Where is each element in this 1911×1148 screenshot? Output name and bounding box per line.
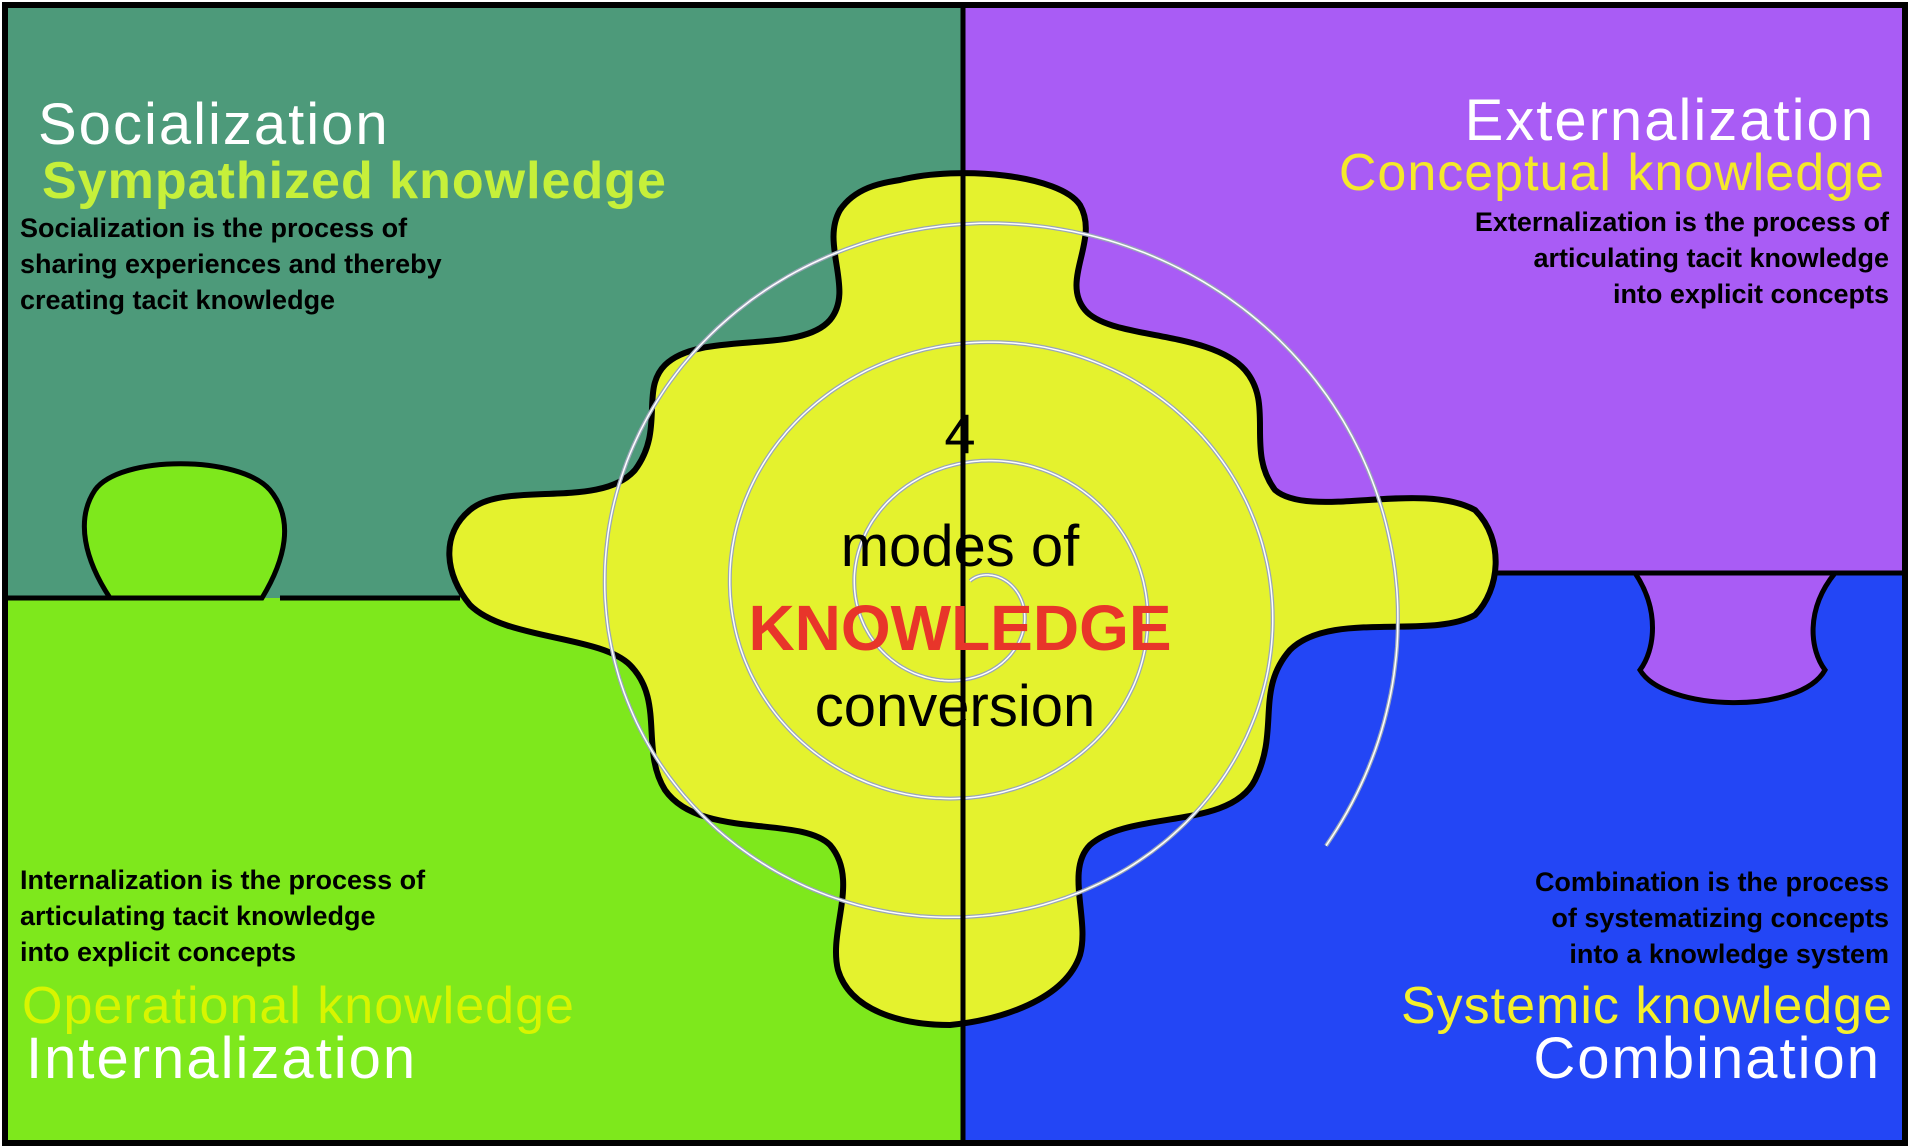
internalization-title: Internalization <box>26 1026 418 1091</box>
combination-description: Combination is the process of systematiz… <box>1534 867 1889 969</box>
socialization-title: Socialization <box>38 92 390 157</box>
internalization-subtitle: Operational knowledge <box>22 977 575 1035</box>
combination-title: Combination <box>1533 1026 1881 1091</box>
spiral-graphic-inner-line <box>603 222 1399 919</box>
socialization-subtitle: Sympathized knowledge <box>42 152 667 210</box>
externalization-description: Externalization is the process of articu… <box>1474 207 1889 309</box>
center-puzzle-piece <box>446 170 1499 1029</box>
socialization-description: Socialization is the process of sharing … <box>20 213 442 315</box>
externalization-subtitle: Conceptual knowledge <box>1338 144 1885 202</box>
combination-subtitle: Systemic knowledge <box>1401 977 1893 1035</box>
center-conversion: conversion <box>814 674 1096 739</box>
internalization-puzzle-tab <box>8 461 288 601</box>
center-number: 4 <box>944 402 976 465</box>
center-knowledge: KNOWLEDGE <box>748 592 1172 664</box>
center-modes-of: modes of <box>840 514 1080 579</box>
externalization-title: Externalization <box>1464 88 1875 153</box>
internalization-description: Internalization is the process of articu… <box>20 865 426 967</box>
externalization-puzzle-tab <box>1630 570 1841 706</box>
